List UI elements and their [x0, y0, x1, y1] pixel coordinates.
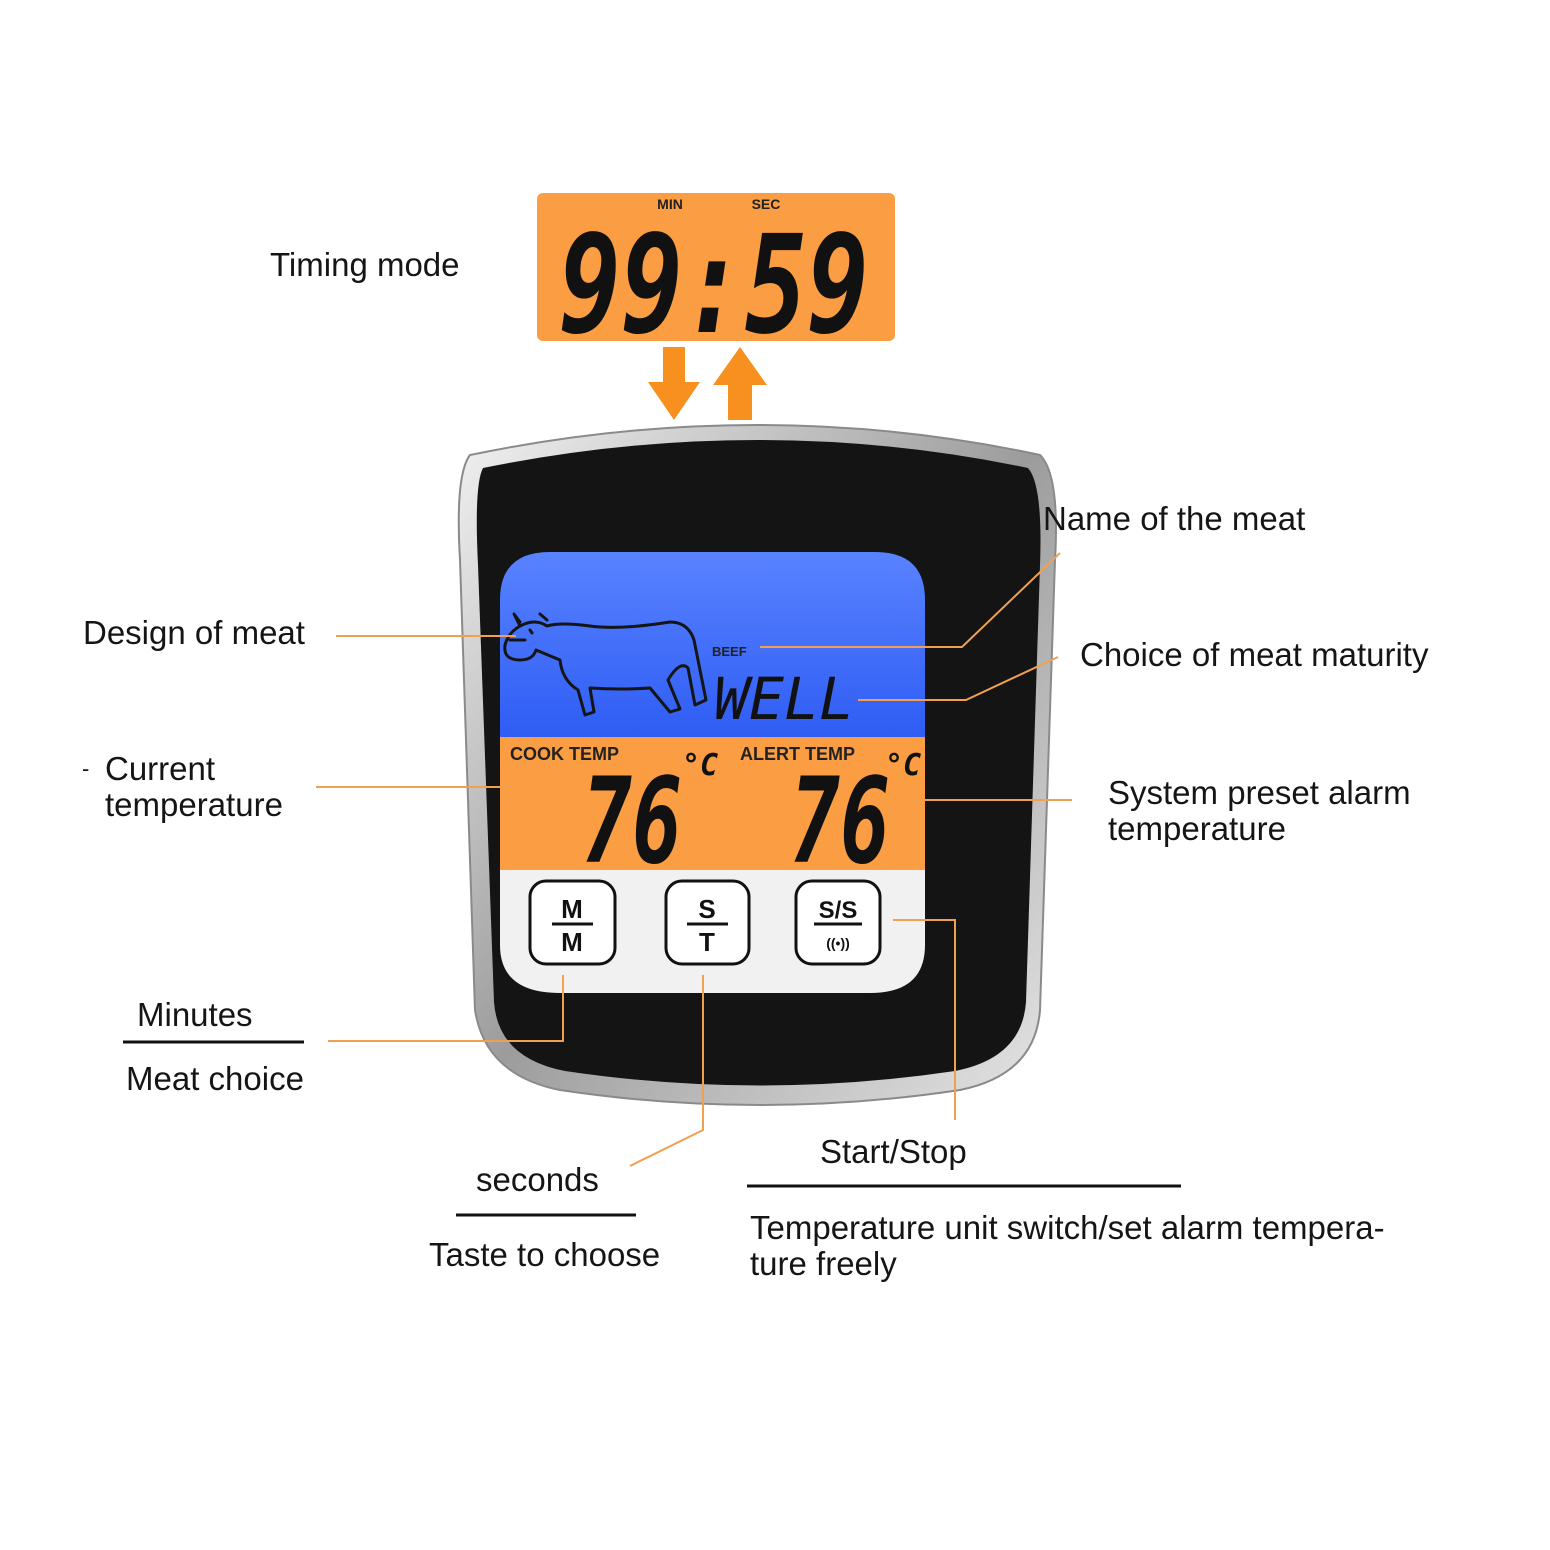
- cow-icon: [503, 612, 708, 717]
- alert-temp-value: 76: [790, 752, 890, 890]
- meat-maturity-label: Choice of meat maturity: [1080, 636, 1429, 673]
- arrow-up-icon: [713, 347, 767, 420]
- alert-temp-unit: °C: [885, 748, 921, 783]
- current-temp-dash: -: [82, 756, 90, 781]
- st-button-bottom: T: [699, 927, 715, 957]
- maturity-value: WELL: [714, 665, 854, 733]
- alarm-temp-label-line2: temperature: [1108, 810, 1286, 847]
- timer-display: MIN SEC 99:59: [537, 193, 895, 365]
- timing-mode-label: Timing mode: [270, 246, 460, 283]
- design-of-meat-label: Design of meat: [83, 614, 305, 651]
- timer-digits: 99:59: [559, 207, 869, 365]
- seconds-label: seconds: [476, 1161, 599, 1198]
- meat-name: BEEF: [712, 644, 747, 659]
- cook-temp-label: COOK TEMP: [510, 744, 619, 764]
- mm-button-bottom: M: [561, 927, 583, 957]
- ss-button-bottom: ((•)): [826, 935, 850, 951]
- current-temp-label-line1: Current: [105, 750, 216, 787]
- st-button[interactable]: S T: [664, 879, 751, 966]
- alert-temp-label: ALERT TEMP: [740, 744, 855, 764]
- ss-button-top: S/S: [819, 897, 858, 924]
- cook-temp-value: 76: [582, 752, 682, 890]
- start-stop-label: Start/Stop: [820, 1133, 967, 1170]
- minutes-label: Minutes: [137, 996, 253, 1033]
- cook-temp-unit: °C: [682, 748, 718, 783]
- timer-min-label: MIN: [657, 196, 683, 212]
- st-button-top: S: [698, 894, 715, 924]
- divider-lines: [123, 1040, 1181, 1217]
- arrow-down-icon: [648, 347, 700, 420]
- mm-button-top: M: [561, 894, 583, 924]
- temp-switch-label-line1: Temperature unit switch/set alarm temper…: [750, 1209, 1385, 1246]
- meat-choice-label: Meat choice: [126, 1060, 304, 1097]
- ss-button[interactable]: S/S ((•)): [794, 879, 882, 966]
- temp-switch-label-line2: ture freely: [750, 1245, 897, 1282]
- leader-lines: [316, 552, 1072, 1167]
- name-of-meat-label: Name of the meat: [1043, 500, 1306, 537]
- current-temp-label-line2: temperature: [105, 786, 283, 823]
- alarm-temp-label-line1: System preset alarm: [1108, 774, 1411, 811]
- mm-button[interactable]: M M: [528, 879, 617, 966]
- taste-to-choose-label: Taste to choose: [429, 1236, 661, 1273]
- timer-sec-label: SEC: [752, 196, 781, 212]
